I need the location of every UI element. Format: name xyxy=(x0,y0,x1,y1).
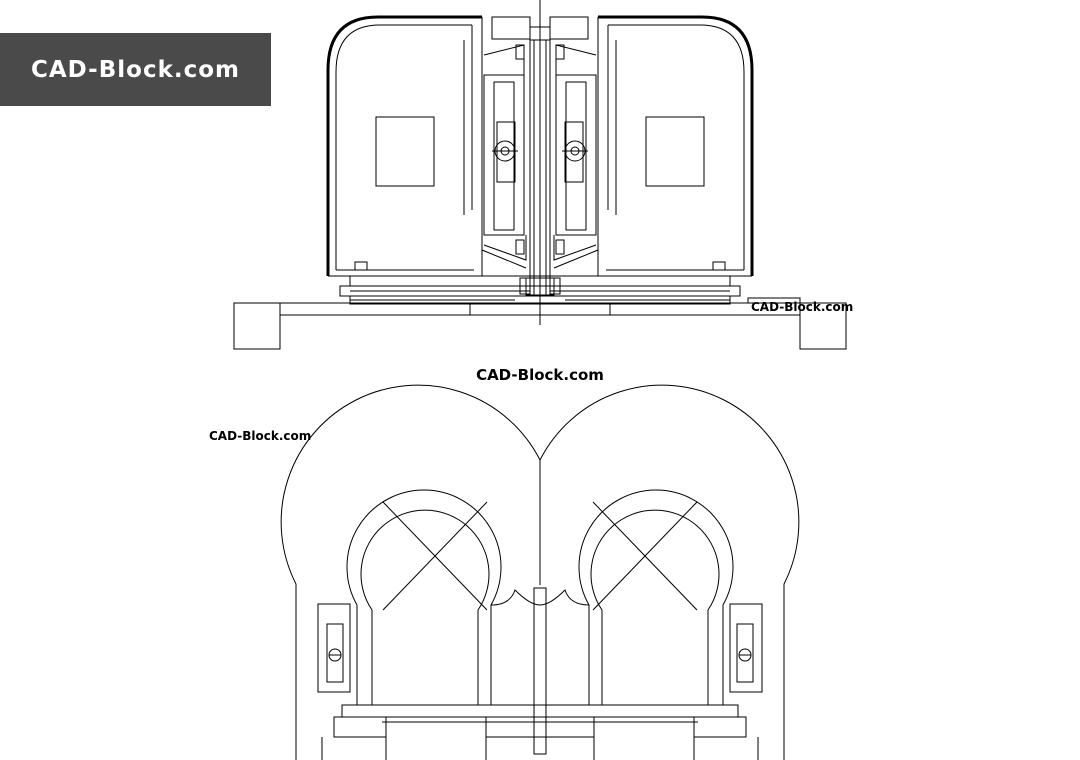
label-elevation-left: CAD-Block.com xyxy=(209,429,311,443)
elevation-view xyxy=(280,384,800,760)
plan-left-foot xyxy=(233,302,281,350)
plan-right-foot xyxy=(799,302,847,350)
elevation-right-opening xyxy=(578,489,734,705)
elevation-left-opening xyxy=(346,489,502,705)
logo-text: CAD-Block.com xyxy=(30,56,241,83)
label-title-middle: CAD-Block.com xyxy=(476,366,604,384)
elevation-center-post xyxy=(533,587,547,755)
logo-badge: CAD-Block.com xyxy=(0,33,271,106)
plan-left-panel xyxy=(375,116,435,187)
plan-right-panel xyxy=(645,116,705,187)
label-plan-right: CAD-Block.com xyxy=(751,300,853,314)
plan-left-enclosure xyxy=(326,15,482,276)
plan-view xyxy=(233,0,847,350)
plan-right-enclosure xyxy=(598,15,754,276)
